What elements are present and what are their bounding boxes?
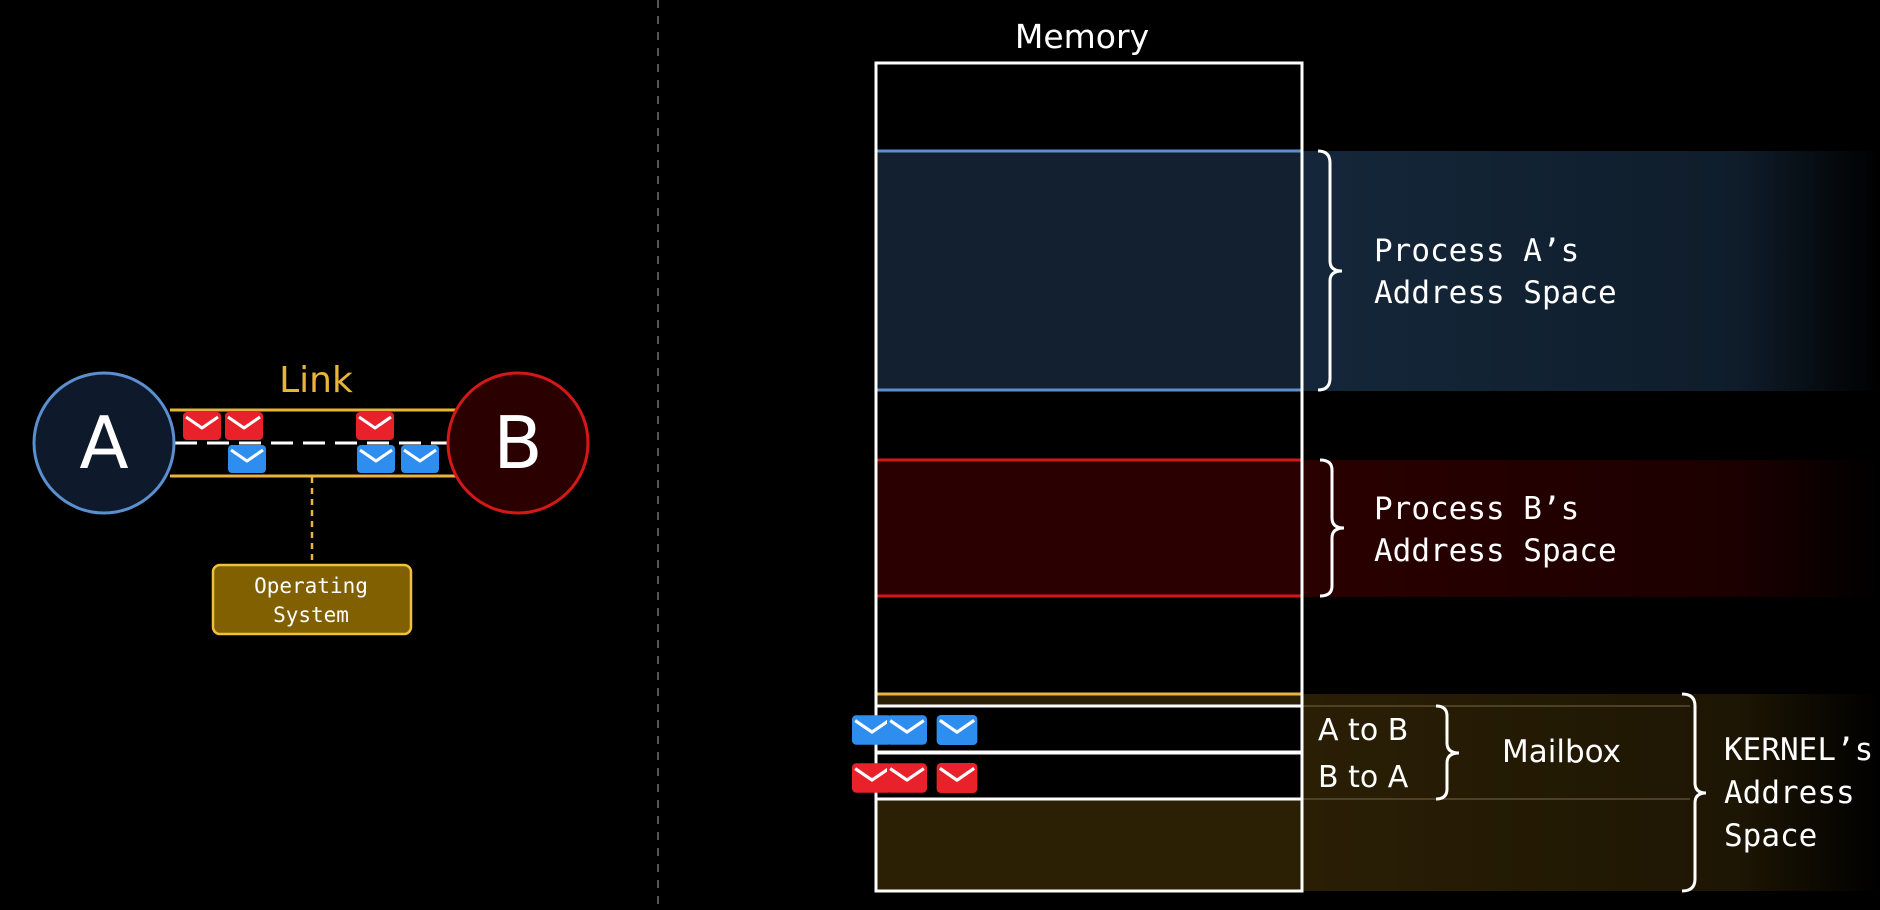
envelope-icon xyxy=(852,763,892,793)
memory-diagram: Memory Process A’s xyxy=(852,17,1880,893)
process-b-label-line2: Address Space xyxy=(1374,533,1617,569)
kernel-label-line2: Address xyxy=(1724,775,1855,811)
mailbox-b-to-a-label: B to A xyxy=(1318,760,1409,795)
memory-outline xyxy=(874,61,1304,893)
envelope-icon xyxy=(936,763,978,793)
process-a-band xyxy=(1302,151,1880,391)
kernel-label-line1: KERNEL’s xyxy=(1724,732,1873,768)
brace-mailbox xyxy=(1435,704,1460,801)
node-a-label: A xyxy=(79,401,128,485)
envelope-icon xyxy=(356,412,394,440)
kernel-label-line3: Space xyxy=(1724,818,1817,854)
process-a-label-line2: Address Space xyxy=(1374,275,1617,311)
kernel-band xyxy=(1302,694,1880,891)
brace-process-b xyxy=(1319,458,1345,598)
node-a xyxy=(32,371,176,515)
brace-process-a xyxy=(1317,149,1343,392)
os-label-line2: System xyxy=(273,603,349,627)
mailbox-a-to-b-label: A to B xyxy=(1318,713,1408,748)
node-b-label: B xyxy=(493,401,542,485)
link-label: Link xyxy=(279,360,353,401)
process-b-region xyxy=(876,460,1302,597)
envelope-icon xyxy=(852,715,892,745)
process-b-band xyxy=(1302,460,1880,597)
process-a-label-line1: Process A’s xyxy=(1374,233,1579,269)
envelope-icon xyxy=(887,763,927,793)
process-a-region xyxy=(876,151,1302,391)
process-b-label-line1: Process B’s xyxy=(1374,491,1579,527)
mailbox-label: Mailbox xyxy=(1502,734,1621,770)
node-b xyxy=(446,371,590,515)
brace-kernel xyxy=(1681,692,1707,893)
operating-system-box xyxy=(211,563,413,636)
envelope-icon xyxy=(183,412,221,440)
envelope-icon xyxy=(357,445,395,473)
link-diagram: A B Link Operating System xyxy=(32,360,590,636)
envelope-icon xyxy=(887,715,927,745)
os-label-line1: Operating xyxy=(254,574,368,598)
envelope-icon xyxy=(225,412,263,440)
envelope-icon xyxy=(401,445,439,473)
envelope-icon xyxy=(228,445,266,473)
envelope-icon xyxy=(936,715,978,745)
memory-title: Memory xyxy=(1015,17,1149,56)
